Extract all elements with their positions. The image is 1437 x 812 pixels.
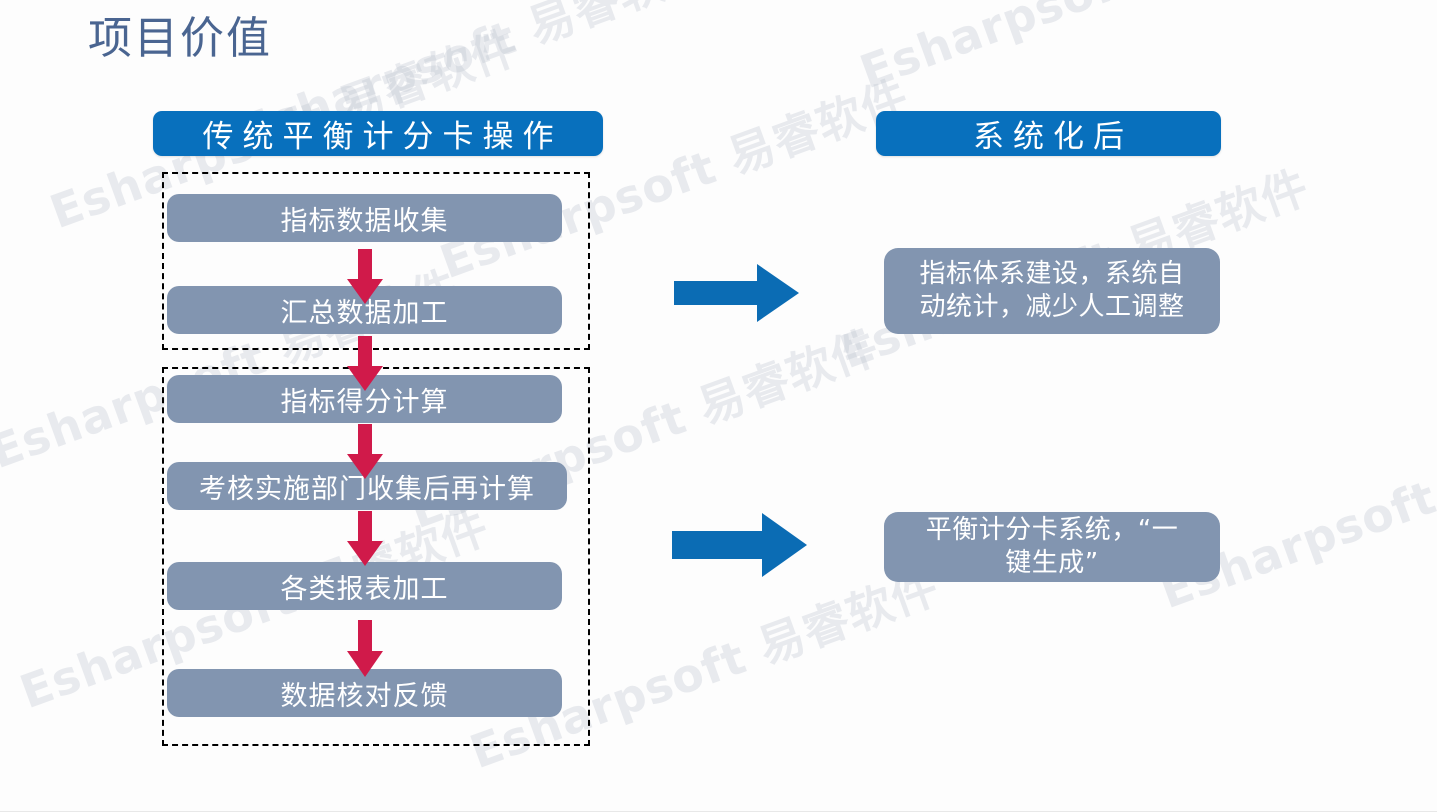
result-line-1: 平衡计分卡系统，“一 xyxy=(925,514,1179,545)
process-box-department-recalculation: 考核实施部门收集后再计算 xyxy=(167,462,567,510)
result-line-2: 键生成” xyxy=(1005,548,1099,578)
banner-systemized: 系统化后 xyxy=(876,111,1221,156)
process-box-indicator-data-collection: 指标数据收集 xyxy=(167,194,562,242)
arrow-down-icon xyxy=(347,336,383,391)
arrow-down-icon xyxy=(347,424,383,479)
arrow-right-icon xyxy=(674,264,799,322)
watermark-text: Esharpsoft 易睿软件 xyxy=(1153,399,1437,620)
process-box-data-verification-feedback: 数据核对反馈 xyxy=(167,669,562,717)
page-title: 项目价值 xyxy=(88,13,272,64)
arrow-down-icon xyxy=(347,249,383,304)
process-box-report-generation: 各类报表加工 xyxy=(167,562,562,610)
dashed-group-data-collection xyxy=(162,172,590,350)
watermark-text: Esharpsoft 易睿软件 xyxy=(850,0,1337,102)
arrow-right-icon xyxy=(672,513,807,577)
arrow-down-icon xyxy=(347,620,383,677)
result-box-indicator-system: 指标体系建设，系统自 动统计，减少人工调整 xyxy=(884,248,1220,334)
result-box-bsc-system: 平衡计分卡系统，“一 键生成” xyxy=(884,512,1220,582)
result-line-2: 动统计，减少人工调整 xyxy=(919,292,1185,322)
result-line-1: 指标体系建设，系统自 xyxy=(919,258,1185,289)
banner-traditional: 传统平衡计分卡操作 xyxy=(153,111,603,156)
arrow-down-icon xyxy=(347,511,383,566)
